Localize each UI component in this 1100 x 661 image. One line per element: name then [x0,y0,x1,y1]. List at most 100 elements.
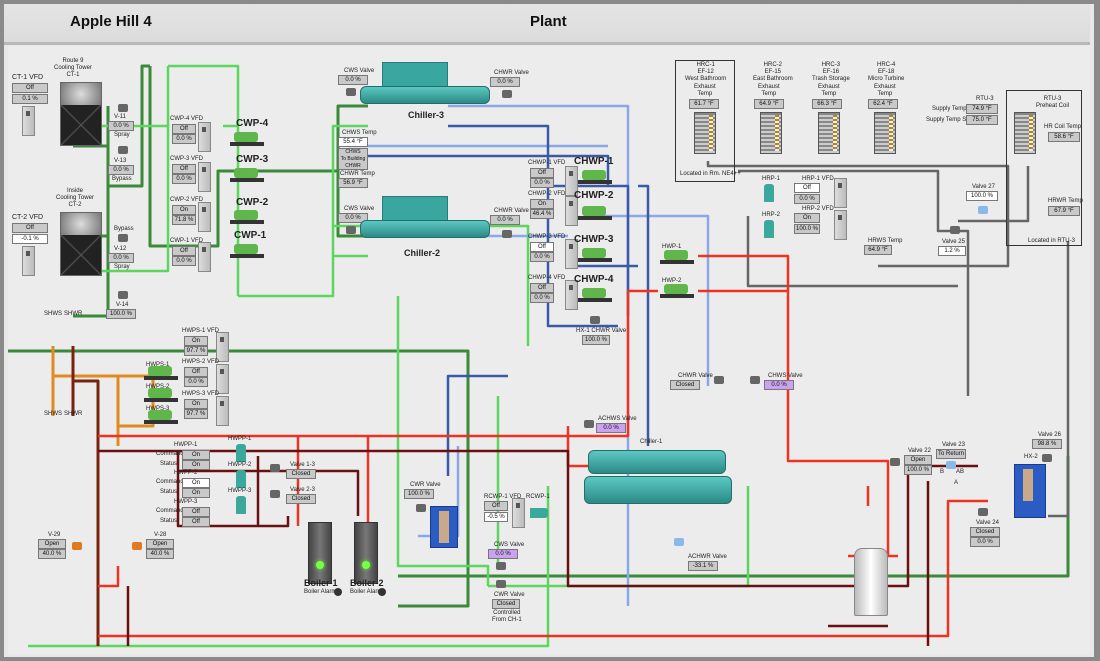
hrp1-pump-icon[interactable] [764,184,774,202]
chiller3-cws-value[interactable]: 0.0 % [338,75,368,85]
hwps3-status[interactable]: On [184,399,208,409]
chwp4-pump-icon[interactable] [578,286,612,302]
chwp2-pump-icon[interactable] [578,204,612,220]
hwps3-speed[interactable]: 97.7 % [184,409,208,419]
chiller2-unit[interactable] [360,196,490,246]
v12-value[interactable]: 0.0 % [108,253,134,263]
hwpp1-pump-icon[interactable] [236,444,246,462]
chwp4-status[interactable]: Off [530,283,554,293]
v14-valve-icon[interactable] [118,291,128,299]
hrc2-coil-icon[interactable] [760,112,782,154]
hwps2-speed[interactable]: 0.0 % [184,377,208,387]
hwps1-speed[interactable]: 97.7 % [184,346,208,356]
boiler2-alarm-indicator[interactable] [378,588,386,596]
hwpp3-command[interactable]: Off [182,507,210,517]
cwp1-status[interactable]: Off [172,246,196,256]
cwr-valve-bottom-value[interactable]: Closed [492,599,520,609]
hwps3-pump-icon[interactable] [144,408,178,424]
valve24-icon[interactable] [978,508,988,516]
valve25-value[interactable]: 1.2 % [938,246,966,256]
hrc1-coil-icon[interactable] [694,112,716,154]
valve25-icon[interactable] [950,226,960,234]
cwp2-pump-icon[interactable] [230,208,264,224]
v28-status[interactable]: Open [146,539,174,549]
cwr-valve-hx-value[interactable]: 100.0 % [404,489,434,499]
v11-value[interactable]: 0.0 % [108,121,134,131]
hrc3-coil-icon[interactable] [818,112,840,154]
hrp1-speed[interactable]: 0.0 % [794,194,820,204]
valve23b-value[interactable]: Closed [286,494,316,504]
chiller2-cws-value[interactable]: 0.0 % [338,213,368,223]
boiler1-alarm-indicator[interactable] [334,588,342,596]
chiller3-unit[interactable] [360,62,490,112]
hx1-chwr-valve-icon[interactable] [590,316,600,324]
chwp1-pump-icon[interactable] [578,168,612,184]
valve27-icon[interactable] [978,206,988,214]
cwp2-speed[interactable]: 71.8 % [172,215,196,225]
valve23b-icon[interactable] [270,490,280,498]
valve26-value[interactable]: 98.8 % [1032,439,1062,449]
v11-valve-icon[interactable] [118,104,128,112]
ct2-vfd-status[interactable]: Off [12,223,48,233]
v29-status[interactable]: Open [38,539,66,549]
hx1-heat-exchanger[interactable] [430,506,458,548]
hrc4-coil-icon[interactable] [874,112,896,154]
chws-valve-icon[interactable] [750,376,760,384]
cwp4-status[interactable]: Off [172,124,196,134]
hwpp3-pump-icon[interactable] [236,496,246,514]
chwp4-speed[interactable]: 0.0 % [530,293,554,303]
chiller3-chwr-valve-icon[interactable] [502,90,512,98]
hwp1-pump-icon[interactable] [660,248,694,264]
v29-actuator-icon[interactable] [72,542,82,550]
cwr-valve-hx-icon[interactable] [416,504,426,512]
valve26-icon[interactable] [1042,454,1052,462]
rtu3-preheat-coil-icon[interactable] [1014,112,1036,154]
hrp2-status[interactable]: On [794,213,820,223]
v29-value[interactable]: 40.0 % [38,549,66,559]
achws-valve-icon[interactable] [584,420,594,428]
chwr-valve-closed-value[interactable]: Closed [670,380,700,390]
hwpp1-command[interactable]: On [182,450,210,460]
cwr-valve-bottom-icon[interactable] [496,580,506,588]
rcwp1-speed[interactable]: -0.5 % [484,512,508,522]
chws-building-bypass[interactable]: CHWS To Building CHWR [338,148,368,170]
chiller2-chwr-value[interactable]: 0.0 % [490,215,520,225]
cws-valve-bottom-value[interactable]: 0.0 % [488,549,518,559]
cooling-tower-ct1[interactable] [60,82,102,146]
chiller2-chwr-valve-icon[interactable] [502,230,512,238]
hwps2-status[interactable]: Off [184,367,208,377]
hwps2-pump-icon[interactable] [144,386,178,402]
chiller3-cws-valve-icon[interactable] [346,88,356,96]
valve24-value[interactable]: 0.0 % [970,537,1000,547]
hwpp2-pump-icon[interactable] [236,470,246,488]
hx2-heat-exchanger[interactable] [1014,464,1046,518]
cwp1-pump-icon[interactable] [230,242,264,258]
chws-valve-value[interactable]: 0.0 % [764,380,794,390]
chwp3-pump-icon[interactable] [578,246,612,262]
hrp2-pump-icon[interactable] [764,220,774,238]
boiler1-unit[interactable] [308,522,332,584]
rcwp1-pump-icon[interactable] [530,508,548,518]
v13-valve-icon[interactable] [118,146,128,154]
cwp2-status[interactable]: On [172,205,196,215]
valve22-status[interactable]: Open [904,455,932,465]
valve24-status[interactable]: Closed [970,527,1000,537]
achwr-value[interactable]: -33.1 % [688,561,718,571]
chwp1-speed[interactable]: 0.0 % [530,178,554,188]
chwp2-status[interactable]: On [530,199,554,209]
chwp3-speed[interactable]: 0.0 % [530,252,554,262]
hot-water-storage-tank[interactable] [854,548,888,616]
hwp2-pump-icon[interactable] [660,282,694,298]
valve23-actuator-icon[interactable] [946,461,956,469]
v12-valve-icon[interactable] [118,234,128,242]
achwr-valve-icon[interactable] [674,538,684,546]
chwp3-status[interactable]: Off [530,242,554,252]
cwp4-speed[interactable]: 0.0 % [172,134,196,144]
valve13-icon[interactable] [270,464,280,472]
cwp3-speed[interactable]: 0.0 % [172,174,196,184]
boiler2-unit[interactable] [354,522,378,584]
hwps1-status[interactable]: On [184,336,208,346]
hrp1-status[interactable]: Off [794,183,820,193]
chiller1-unit[interactable] [584,446,732,522]
chiller3-chwr-value[interactable]: 0.0 % [490,77,520,87]
